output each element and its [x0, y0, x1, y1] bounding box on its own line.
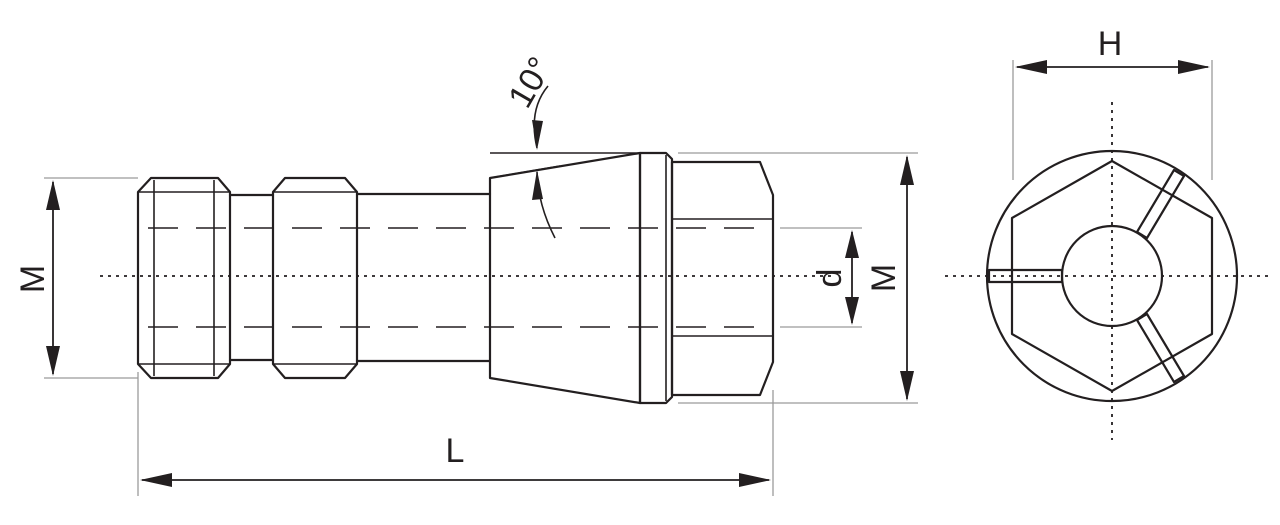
label-m-left: M: [14, 265, 52, 293]
tapered-body: [488, 151, 674, 405]
label-l: L: [446, 432, 465, 470]
label-angle: 10°: [501, 51, 560, 115]
second-collar: [271, 176, 359, 380]
dimension-l: [140, 473, 771, 487]
left-thread-collar: [136, 176, 232, 380]
front-outer-circle: [985, 149, 1239, 403]
front-hexagon: [1010, 159, 1214, 393]
collar-neck: [228, 193, 275, 362]
extension-lines: [44, 60, 1213, 496]
taper-angle-dimension: [489, 85, 640, 239]
label-h: H: [1098, 25, 1123, 63]
right-nut: [670, 160, 775, 397]
label-m-right: M: [865, 264, 903, 292]
label-d: d: [811, 269, 849, 288]
slot-upper-right: [1135, 168, 1186, 240]
dimension-m-right: [900, 155, 914, 401]
dimension-d: [845, 230, 859, 325]
dimension-m-left: [46, 180, 60, 376]
slot-left: [987, 268, 1064, 284]
front-view: [985, 149, 1239, 403]
collet-shaft: [355, 192, 492, 363]
slot-lower-right: [1135, 312, 1186, 384]
dimension-h: [1015, 60, 1210, 74]
